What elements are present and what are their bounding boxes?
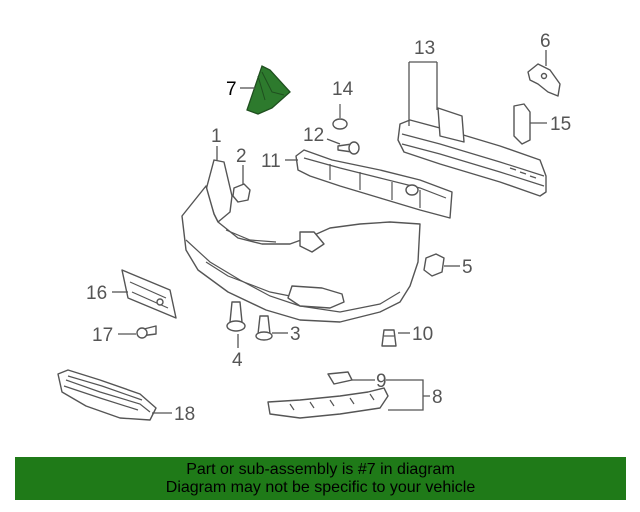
callout-7: 7 [226,79,237,100]
part-5-plug [423,253,445,277]
part-14-clip [332,104,348,130]
banner-line-1: Part or sub-assembly is #7 in diagram [186,461,455,478]
part-10-clip [381,329,397,347]
callout-9: 9 [376,371,387,392]
part-1-bumper-cover [181,159,421,323]
callout-18: 18 [174,404,195,425]
callout-8: 8 [432,387,443,408]
callout-4: 4 [232,350,243,371]
part-9-bracket [327,371,353,385]
leader-13 [408,61,438,126]
part-17-screw [136,325,157,339]
part-6-bracket [527,63,561,97]
part-13-impact-bar [397,107,547,197]
part-7-bracket[interactable] [246,65,291,115]
callout-12: 12 [303,125,324,146]
part-2-retainer [232,183,251,203]
callout-11: 11 [261,151,281,172]
part-4-pin [226,301,246,332]
part-8-deflector [267,387,389,419]
part-15-bracket [513,103,531,145]
leader-12 [326,138,341,145]
part-11-absorber [295,149,453,219]
callout-17: 17 [92,325,113,346]
callout-16: 16 [86,283,107,304]
callout-1: 1 [211,126,222,147]
callout-13: 13 [414,38,435,59]
leader-8 [386,379,430,411]
callout-6: 6 [540,31,551,52]
part-18-grille [57,369,157,421]
info-banner: Part or sub-assembly is #7 in diagram Di… [15,457,626,500]
part-3-pin [255,315,273,341]
callout-15: 15 [550,114,571,135]
callout-5: 5 [462,257,473,278]
callout-10: 10 [412,324,433,345]
callout-14: 14 [332,79,354,100]
callout-3: 3 [290,324,301,345]
callout-2: 2 [236,146,247,167]
banner-line-2: Diagram may not be specific to your vehi… [165,479,476,496]
part-12-pin [337,141,360,155]
part-16-license-bracket [121,269,177,319]
